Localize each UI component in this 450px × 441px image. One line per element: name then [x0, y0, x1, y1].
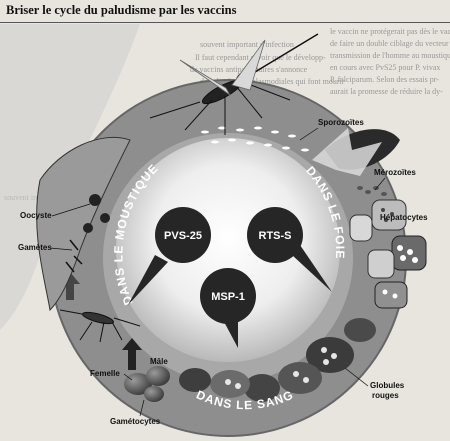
sporozoite-dots — [201, 126, 309, 152]
label-globules-line1: Globules — [370, 381, 405, 390]
label-hepatocytes: Hépatocytes — [380, 213, 428, 222]
page-title: Briser le cycle du paludisme par les vac… — [6, 3, 237, 17]
label-oocyste: Oocyste — [20, 211, 52, 220]
bg-line: dans les formes plasmodiales qui font mo… — [200, 77, 345, 86]
vaccine-msp1: MSP-1 — [200, 268, 256, 348]
label-gametocytes: Gamétocytes — [110, 417, 161, 426]
mosquito-top — [149, 33, 319, 135]
label-femelle: Femelle — [90, 369, 120, 378]
vaccine-label: MSP-1 — [211, 291, 245, 303]
gametocyte-cells — [124, 366, 170, 402]
label-merozoites: Mérozoïtes — [374, 168, 416, 177]
label-sporozoites: Sporozoïtes — [318, 118, 364, 127]
vaccine-rtss: RTS-S — [247, 207, 332, 292]
hepatocyte-cells — [349, 199, 427, 309]
label-male: Mâle — [150, 357, 168, 366]
bg-line: transmission de l'homme au moustique — [330, 51, 450, 60]
vaccine-label: PVS-25 — [164, 230, 202, 242]
center-disc — [116, 138, 340, 362]
bg-line: souvent important d'infection — [200, 40, 294, 49]
vaccine-label: RTS-S — [259, 230, 292, 242]
bg-line: P. falciparum. Selon des essais pr- — [330, 75, 439, 84]
mosquito-small — [59, 309, 141, 343]
vaccine-pvs25: PVS-25 — [128, 207, 211, 305]
arrow-up-icon — [122, 338, 142, 370]
title-rule — [0, 22, 450, 23]
bg-line: de faire un double ciblage du vecteur — [330, 39, 449, 48]
bg-line: aurait la promesse de réduire la dy- — [330, 87, 443, 96]
bg-line: en cours avec PvS25 pour P. vivax — [330, 63, 440, 72]
bg-line: le vaccin ne protégerait pas dès le vacc… — [330, 27, 450, 36]
arrow-to-liver — [312, 128, 382, 176]
red-blood-cells — [179, 318, 376, 402]
label-gametes: Gamètes — [18, 243, 52, 252]
label-globules-line2: rouges — [372, 391, 399, 400]
bg-line: Il faut cependant savoir que le développ… — [195, 53, 326, 62]
mosquito-gut — [36, 136, 131, 312]
